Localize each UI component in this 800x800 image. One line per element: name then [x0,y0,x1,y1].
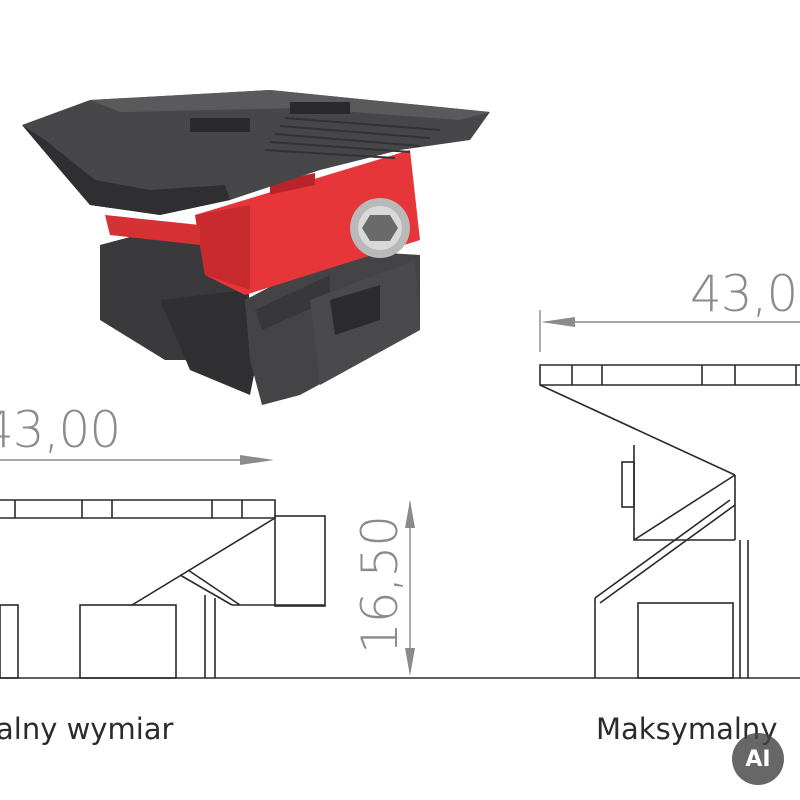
width-dimension-right [539,310,800,352]
part-render [22,90,490,405]
width-label-right: 43,0 [690,265,798,323]
right-profile-drawing [539,364,800,679]
caption-left: alny wymiar [0,712,174,746]
width-label-left: 43,00 [0,401,121,459]
ai-badge[interactable]: AI [732,733,784,785]
height-dimension [405,500,415,676]
height-label: 16,50 [351,515,409,655]
width-dimension-left [0,455,274,465]
